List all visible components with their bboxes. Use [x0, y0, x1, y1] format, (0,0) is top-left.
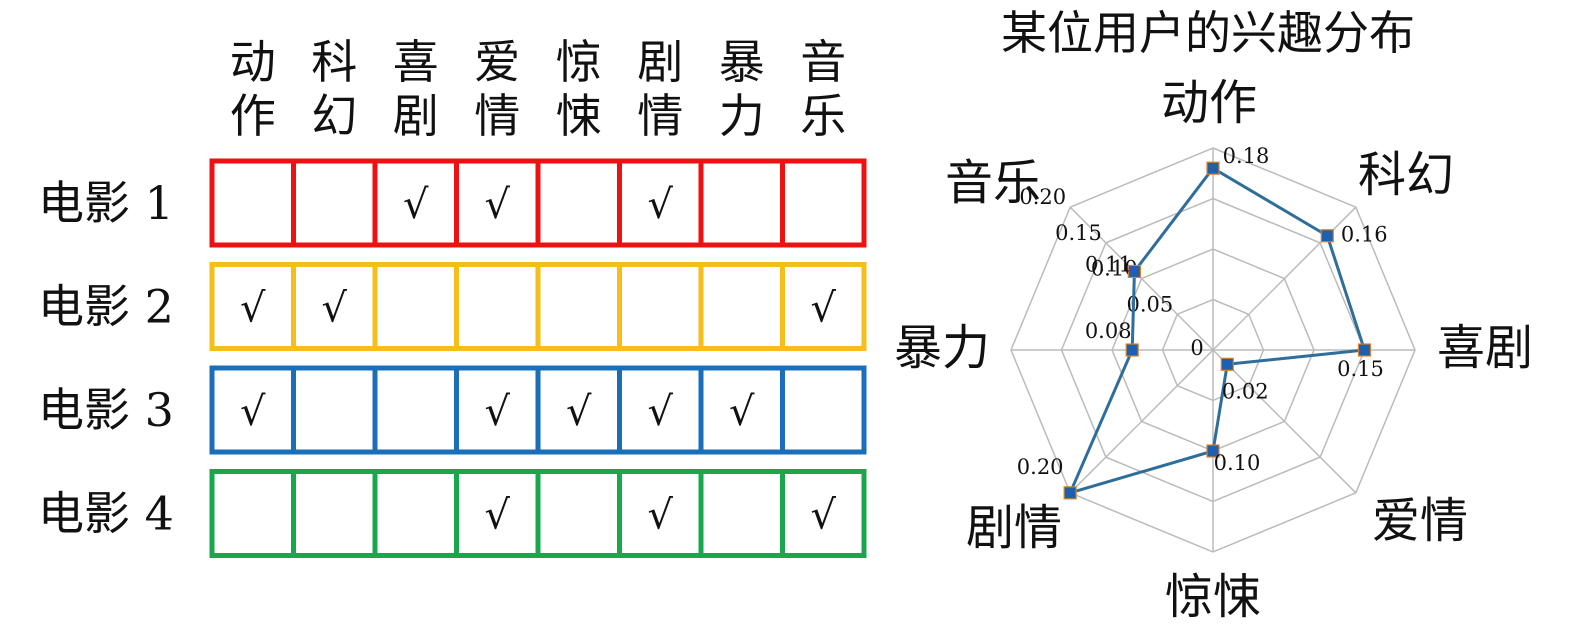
column-header-1: 幻 — [311, 89, 357, 143]
data-point-6 — [1125, 343, 1139, 357]
tick-label-4: 0.20 — [1019, 185, 1066, 209]
column-header-3: 爱 — [474, 35, 520, 89]
check-mark-2-7: √ — [811, 286, 837, 332]
check-mark-3-3: √ — [485, 389, 511, 435]
data-label-5: 0.20 — [1017, 455, 1064, 479]
column-header-0: 作 — [230, 89, 276, 143]
category-label-3: 爱情 — [1372, 493, 1468, 549]
category-label-4: 惊悚 — [1165, 569, 1261, 625]
interest-radar-chart: 某位用户的兴趣分布00.050.100.150.200.180.160.150.… — [894, 6, 1533, 625]
column-header-0: 动 — [230, 35, 276, 89]
data-label-3: 0.02 — [1222, 379, 1269, 403]
category-label-7: 音乐 — [945, 155, 1041, 211]
column-header-2: 剧 — [393, 89, 439, 143]
row-label-1: 电影 1 — [38, 176, 174, 230]
column-header-3: 情 — [474, 89, 520, 143]
category-label-5: 剧情 — [966, 500, 1062, 556]
data-label-0: 0.18 — [1223, 144, 1270, 168]
check-mark-1-3: √ — [485, 182, 511, 228]
category-label-1: 科幻 — [1358, 147, 1454, 203]
column-header-7: 音 — [800, 35, 846, 89]
check-mark-4-7: √ — [811, 493, 837, 539]
check-mark-1-5: √ — [648, 182, 674, 228]
row-label-3: 电影 3 — [38, 383, 174, 437]
data-label-2: 0.15 — [1337, 357, 1384, 381]
data-point-5 — [1063, 486, 1077, 500]
column-header-6: 暴 — [719, 35, 765, 89]
row-label-2: 电影 2 — [38, 280, 174, 334]
check-mark-3-0: √ — [240, 389, 266, 435]
column-header-4: 悚 — [556, 89, 602, 143]
tick-label-3: 0.15 — [1055, 221, 1102, 245]
chart-title: 某位用户的兴趣分布 — [1001, 6, 1415, 60]
category-label-0: 动作 — [1161, 75, 1257, 131]
grid-spoke-7 — [1069, 206, 1214, 351]
data-point-0 — [1206, 161, 1220, 175]
check-mark-3-5: √ — [648, 389, 674, 435]
category-label-2: 喜剧 — [1437, 320, 1533, 376]
column-header-7: 乐 — [800, 89, 846, 143]
check-mark-2-1: √ — [322, 286, 348, 332]
check-mark-4-5: √ — [648, 493, 674, 539]
check-mark-2-0: √ — [240, 286, 266, 332]
column-header-1: 科 — [311, 35, 357, 89]
check-mark-3-6: √ — [729, 389, 755, 435]
column-header-4: 惊 — [556, 35, 602, 89]
column-header-6: 力 — [719, 89, 765, 143]
data-label-1: 0.16 — [1341, 223, 1388, 247]
data-label-6: 0.08 — [1085, 319, 1132, 343]
grid-spoke-3 — [1212, 349, 1357, 494]
check-mark-1-2: √ — [403, 182, 429, 228]
tick-label-0: 0 — [1190, 336, 1203, 360]
data-point-2 — [1357, 343, 1372, 357]
data-point-7 — [1127, 264, 1142, 279]
check-mark-3-4: √ — [566, 389, 592, 435]
data-point-4 — [1206, 444, 1220, 458]
data-label-4: 0.10 — [1214, 451, 1261, 475]
column-header-5: 情 — [637, 89, 683, 143]
category-label-6: 暴力 — [894, 320, 990, 376]
data-point-3 — [1220, 357, 1234, 371]
row-label-4: 电影 4 — [38, 487, 174, 541]
grid-spoke-5 — [1069, 349, 1214, 494]
column-header-2: 喜 — [393, 35, 439, 89]
data-point-1 — [1320, 229, 1334, 243]
data-label-7: 0.11 — [1085, 252, 1132, 276]
column-header-5: 剧 — [637, 35, 683, 89]
check-mark-4-3: √ — [485, 493, 511, 539]
